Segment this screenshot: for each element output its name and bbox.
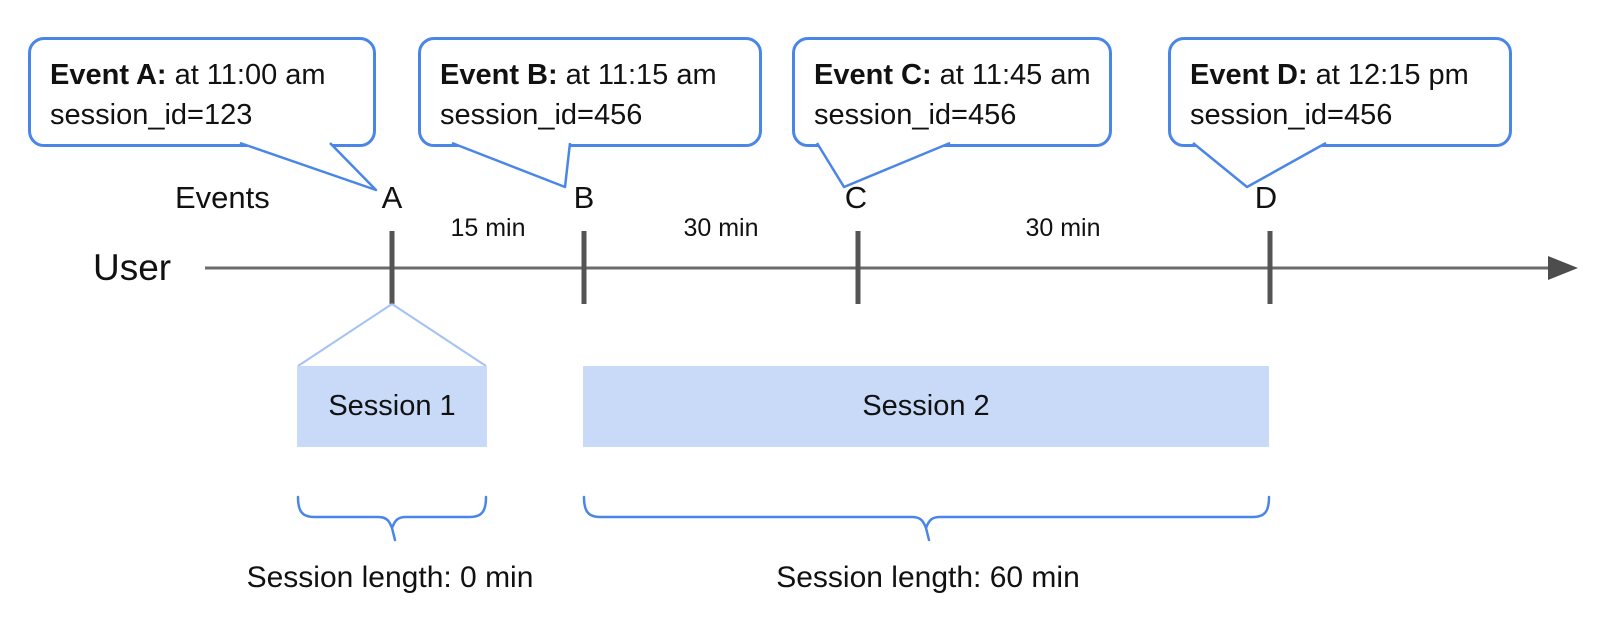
- event-marker-c: C: [844, 180, 868, 215]
- event-marker-b: B: [573, 180, 595, 215]
- events-axis-label: Events: [175, 180, 270, 215]
- event-tick-d: [1267, 231, 1273, 304]
- interval-label-b-c: 30 min: [683, 214, 759, 242]
- event-marker-d: D: [1254, 180, 1278, 215]
- bubble-a-tail-icon: [239, 141, 378, 192]
- event-bubble-d-session-id: session_id=456: [1190, 99, 1393, 131]
- event-bubble-a: Event A:at 11:00 am session_id=123: [28, 37, 376, 147]
- event-bubble-a-time: at 11:00 am: [174, 59, 326, 91]
- interval-label-c-d: 30 min: [1025, 214, 1101, 242]
- session-1-funnel-left-line: [297, 303, 393, 367]
- event-bubble-d: Event D:at 12:15 pm session_id=456: [1168, 37, 1512, 147]
- event-bubble-a-title: Event A:: [50, 59, 167, 91]
- bubble-d-tail-icon: [1192, 141, 1327, 189]
- session-1-bar: Session 1: [297, 366, 487, 447]
- session-1-funnel-right-line: [391, 303, 487, 367]
- event-bubble-b-session-id: session_id=456: [440, 99, 643, 131]
- interval-label-a-b: 15 min: [450, 214, 526, 242]
- event-bubble-a-line1: Event A:at 11:00 am: [50, 55, 363, 95]
- event-bubble-b-title: Event B:: [440, 59, 558, 91]
- event-bubble-b-time: at 11:15 am: [565, 59, 717, 91]
- event-bubble-d-title: Event D:: [1190, 59, 1308, 91]
- session-2-length-label: Session length: 60 min: [776, 561, 1080, 594]
- event-tick-b: [581, 231, 587, 304]
- timeline-arrowhead-icon: [1548, 256, 1578, 280]
- event-bubble-b: Event B:at 11:15 am session_id=456: [418, 37, 762, 147]
- event-tick-c: [855, 231, 861, 304]
- event-bubble-c-session-id: session_id=456: [814, 99, 1017, 131]
- session-1-brace-icon: [296, 495, 488, 542]
- event-bubble-c-line1: Event C:at 11:45 am: [814, 55, 1099, 95]
- event-bubble-d-time: at 12:15 pm: [1315, 59, 1469, 91]
- session-2-bar: Session 2: [583, 366, 1269, 447]
- event-bubble-d-line1: Event D:at 12:15 pm: [1190, 55, 1499, 95]
- bubble-b-tail-icon: [451, 141, 572, 189]
- event-bubble-c-time: at 11:45 am: [939, 59, 1091, 91]
- session-1-length-label: Session length: 0 min: [246, 561, 534, 594]
- event-bubble-c: Event C:at 11:45 am session_id=456: [792, 37, 1112, 147]
- session-1-label: Session 1: [328, 390, 456, 422]
- session-2-brace-icon: [582, 495, 1271, 542]
- session-2-label: Session 2: [862, 390, 990, 422]
- event-bubble-a-session-id: session_id=123: [50, 99, 253, 131]
- user-timeline-label: User: [93, 247, 172, 288]
- bubble-c-tail-icon: [815, 141, 951, 189]
- event-tick-a: [389, 231, 395, 304]
- event-bubble-c-title: Event C:: [814, 59, 932, 91]
- event-marker-a: A: [381, 180, 403, 215]
- event-bubble-b-line1: Event B:at 11:15 am: [440, 55, 749, 95]
